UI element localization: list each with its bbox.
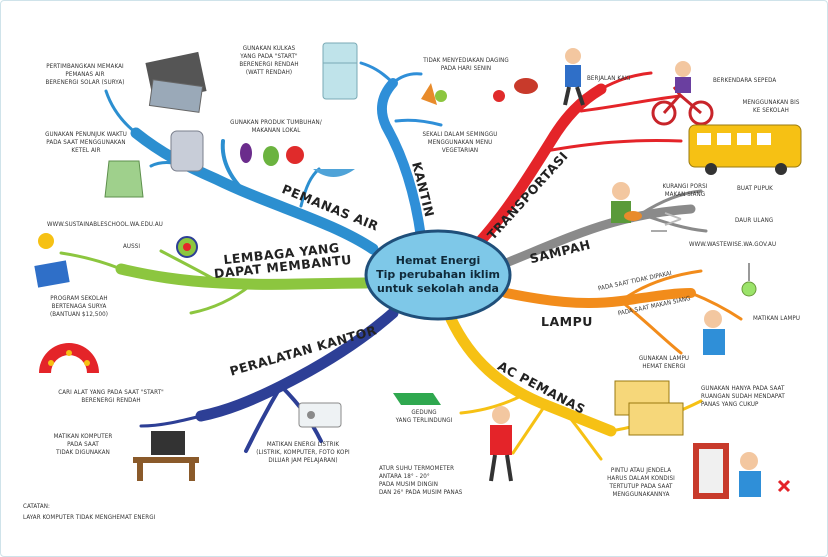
vegetables-icon (240, 143, 355, 177)
building-icon (393, 393, 441, 405)
label-matikan-lampu: MATIKAN LAMPU (753, 315, 801, 322)
thermometer-kid-icon (489, 406, 513, 482)
label-matikan-listrik: MATIKAN ENERGI LISTRIK (LISTRIK, KOMPUTE… (256, 441, 350, 464)
label-cari-alat: CARI ALAT YANG PADA SAAT "START" BERENER… (58, 389, 164, 404)
label-kulkas: GUNAKAN KULKAS YANG PADA "START" BERENER… (239, 45, 299, 76)
fridge-icon (322, 42, 358, 100)
sun-icon (34, 233, 70, 288)
label-surya: PROGRAM SEKOLAH BERTENAGA SURYA (BANTUAN… (49, 295, 109, 318)
label-produk: GUNAKAN PRODUK TUMBUHAN/ MAKANAN LOKAL (230, 119, 322, 134)
food-icon (421, 78, 538, 105)
label-sepeda: BERKENDARA SEPEDA (713, 77, 777, 84)
center-line-3: untuk sekolah anda (377, 282, 499, 295)
footnote: CATATAN: LAYAR KOMPUTER TIDAK MENGHEMAT … (23, 503, 155, 522)
aussi-logo-icon (176, 236, 198, 258)
center-line-1: Hemat Energi (395, 254, 481, 267)
kettle-icon (104, 130, 204, 198)
solar-heater-icon (145, 51, 207, 113)
composting-kid-icon (611, 182, 667, 232)
label-sustainable: WWW.SUSTAINABLESCHOOL.WA.EDU.AU (47, 221, 163, 228)
label-bis: MENGGUNAKAN BIS KE SEKOLAH (742, 99, 800, 114)
pupuk-arrows-icon (664, 212, 682, 226)
label-wastewise: WWW.WASTEWISE.WA.GOV.AU (689, 241, 777, 248)
label-matikan-komputer: MATIKAN KOMPUTER PADA SAAT TIDAK DIGUNAK… (53, 433, 113, 456)
label-gedung: GEDUNG YANG TERLINDUNGI (395, 409, 453, 424)
center-title: Hemat Energi Tip perubahan iklim untuk s… (363, 233, 513, 317)
label-pupuk: BUAT PUPUK (737, 185, 773, 192)
walking-kid-icon (563, 48, 585, 106)
bicycle-icon (651, 61, 714, 126)
kantin-branch (359, 61, 443, 242)
label-vegetarian: SEKALI DALAM SEMINGGU MENGGUNAKAN MENU V… (422, 131, 498, 154)
school-bus-icon (688, 124, 802, 175)
label-daging: TIDAK MENYEDIAKAN DAGING PADA HARI SENIN (423, 57, 509, 72)
label-porsi: KURANGI PORSI MAKAN SIANG (662, 183, 708, 198)
label-solar: PERTIMBANGKAN MEMAKAI PEMANAS AIR BERENE… (45, 63, 125, 86)
footnote-text: LAYAR KOMPUTER TIDAK MENGHEMAT ENERGI (23, 514, 156, 521)
lembaga-branch (59, 249, 372, 315)
center-line-2: Tip perubahan iklim (376, 268, 500, 281)
branch-lampu: LAMPU (541, 314, 593, 329)
certificate-icon (614, 380, 684, 436)
label-ruangan: GUNAKAN HANYA PADA SAAT RUANGAN SUDAH ME… (701, 385, 785, 408)
footnote-title: CATATAN: (23, 503, 51, 510)
label-termometer: ATUR SUHU TERMOMETER ANTARA 18° - 20° PA… (379, 465, 463, 496)
label-daur: DAUR ULANG (735, 217, 774, 224)
label-pintu: PINTU ATAU JENDELA HARUS DALAM KONDISI T… (607, 467, 675, 498)
label-berjalan: BERJALAN KAKI (587, 75, 631, 82)
power-outlet-icon (298, 402, 342, 428)
lampu-branch (501, 269, 743, 355)
label-lampu-hemat: GUNAKAN LAMPU HEMAT ENERGI (638, 355, 690, 370)
power-strip-icon (39, 343, 99, 373)
sampah-branch (501, 189, 708, 268)
light-bulb-icon (741, 263, 757, 297)
label-timer: GUNAKAN PENUNJUK WAKTU PADA SAAT MENGGUN… (45, 131, 127, 154)
door-window-icon (693, 443, 791, 499)
kid-switch-icon (703, 310, 725, 355)
label-aussi: AUSSI (123, 243, 141, 250)
center-bubble (364, 229, 512, 321)
computer-desk-icon (133, 431, 199, 481)
